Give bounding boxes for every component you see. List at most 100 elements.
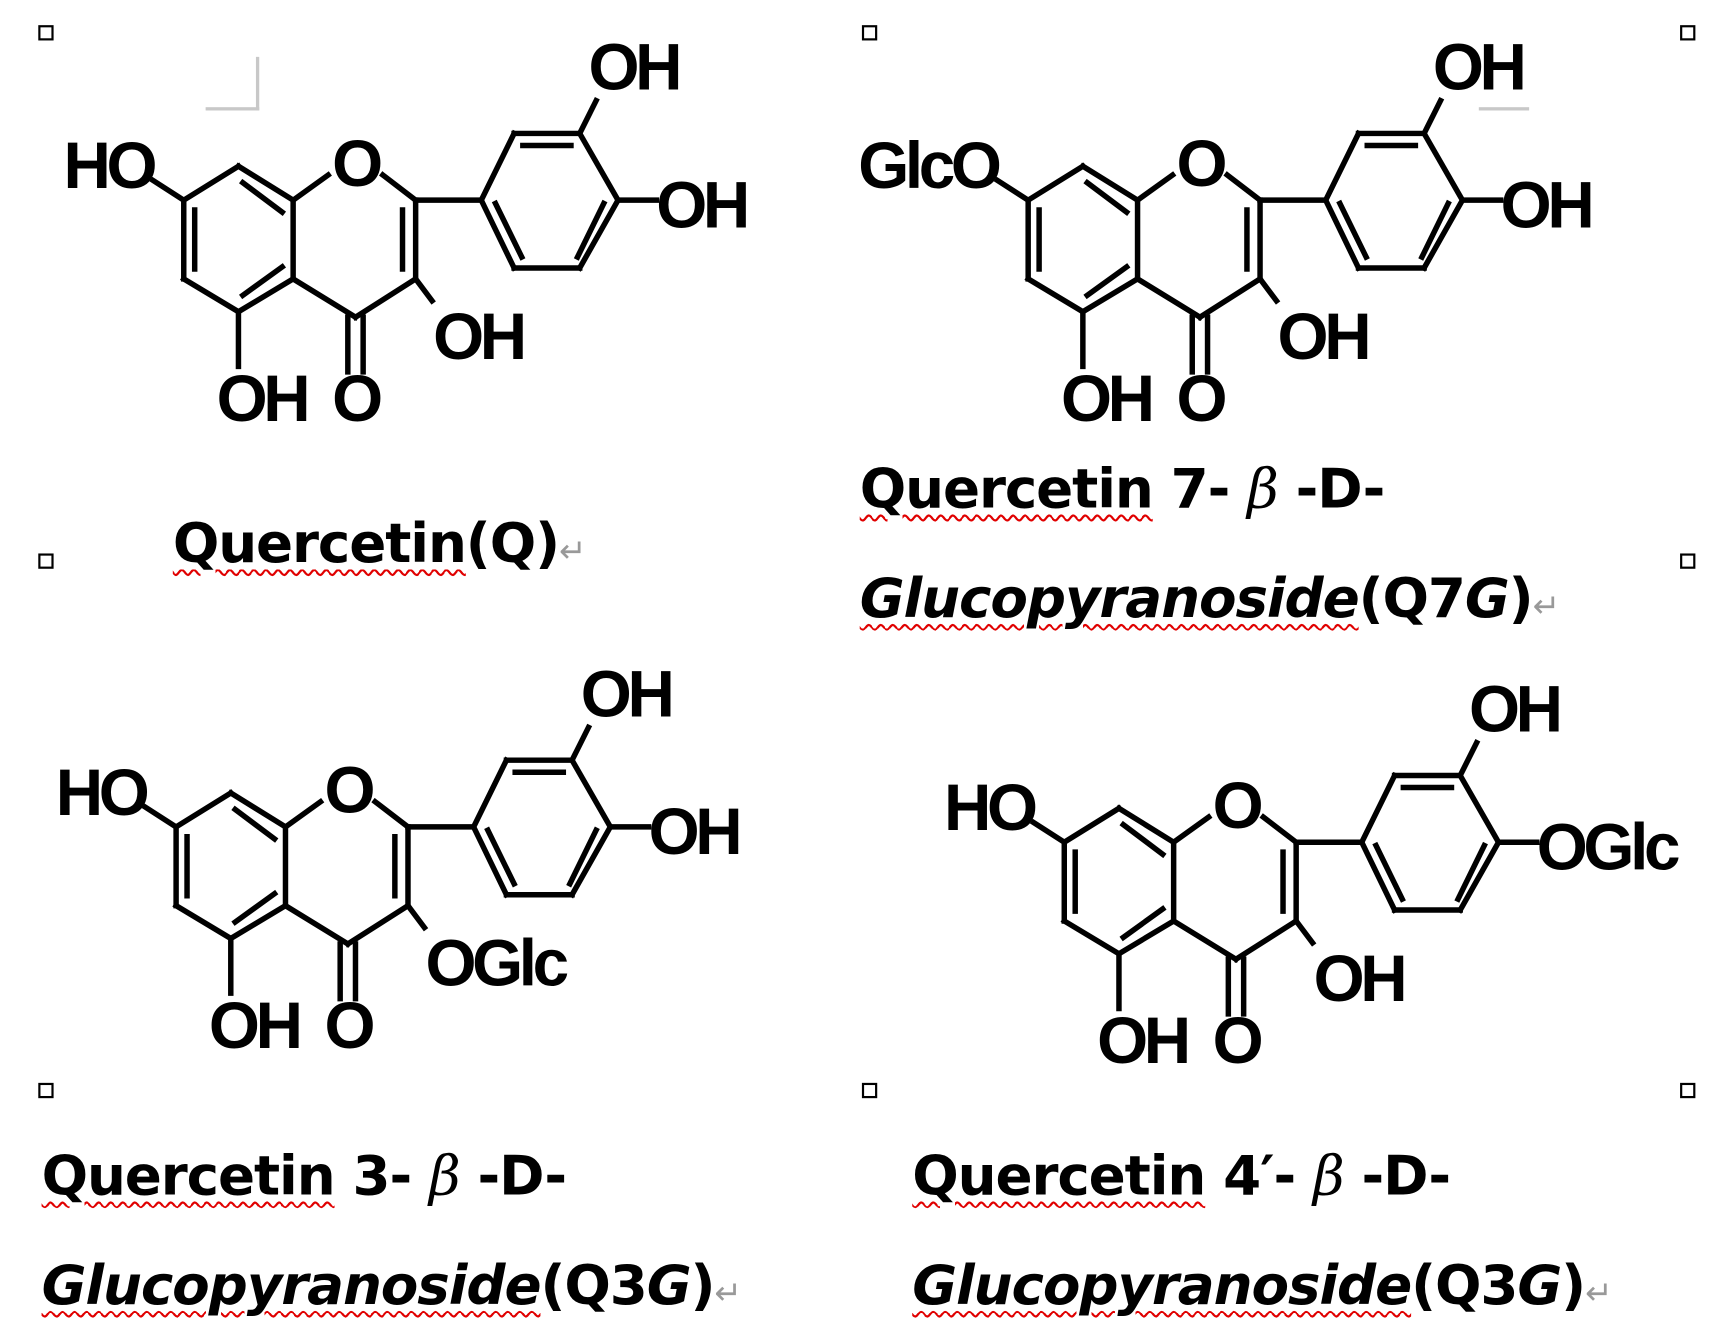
table-cell-handle[interactable] — [38, 25, 54, 41]
bond — [1358, 771, 1399, 846]
caption-word: Quercetin — [41, 1144, 336, 1208]
table-cell-handle[interactable] — [1680, 25, 1696, 41]
bond — [1322, 196, 1363, 272]
bond — [172, 901, 235, 943]
caption-word: Glucopyranoside — [859, 566, 1360, 631]
substituent-4-prime: OH — [649, 795, 739, 868]
paragraph-mark: ↵ — [714, 1274, 742, 1313]
caption-q7g-line2: Glucopyranoside(Q7G)↵ — [859, 566, 1561, 631]
bond — [575, 129, 622, 204]
bond — [1456, 739, 1481, 780]
bond — [1292, 917, 1317, 947]
substituent-3-prime: OH — [581, 657, 671, 730]
bond — [172, 789, 235, 831]
caption-paren: ) — [1508, 566, 1534, 631]
bond — [576, 96, 600, 138]
bond — [1119, 905, 1167, 942]
table-cell-handle[interactable] — [1680, 553, 1696, 569]
bond — [993, 176, 1032, 204]
bond — [477, 129, 518, 204]
carbonyl-oxygen: O — [324, 989, 373, 1062]
substituent-5: OH — [1097, 1004, 1187, 1077]
bond — [1083, 178, 1131, 217]
bond — [491, 199, 526, 261]
caption-d: -D- — [1277, 457, 1386, 521]
substituent-3: OGlc — [425, 927, 567, 1000]
substituent-4-prime: OH — [656, 169, 746, 242]
caption-position: 4′- — [1205, 1144, 1314, 1208]
bond — [344, 901, 412, 948]
paragraph-mark: ↵ — [1532, 587, 1561, 626]
bond — [1169, 813, 1213, 847]
caption-abbr-g: G — [1517, 1253, 1562, 1317]
bond — [469, 823, 511, 899]
paragraph-mark: ↵ — [1585, 1274, 1613, 1313]
caption-d: -D- — [1343, 1144, 1451, 1208]
substituent-5: OH — [1061, 362, 1151, 435]
bond — [1083, 263, 1131, 300]
substituent-3: OH — [1278, 300, 1368, 373]
bond — [575, 196, 622, 272]
bond — [469, 756, 511, 831]
substituent-3: OH — [433, 300, 523, 373]
bond — [227, 901, 290, 943]
caption-d: -D- — [459, 1144, 567, 1208]
substituent-7: GlcO — [858, 129, 1000, 202]
caption-abbr: (Q) — [465, 511, 560, 576]
bond — [1115, 917, 1178, 958]
substituent-3: OH — [1314, 942, 1404, 1015]
bond — [1079, 162, 1142, 204]
table-cell-handle[interactable] — [1680, 1082, 1696, 1099]
bond — [234, 162, 297, 204]
ring-oxygen: O — [1177, 127, 1226, 200]
text-boundary-mark — [205, 56, 260, 111]
caption-paren: ) — [1561, 1253, 1586, 1317]
bond — [477, 196, 518, 272]
bond — [281, 901, 352, 948]
substituent-7: HO — [63, 129, 155, 202]
carbonyl-oxygen: O — [332, 362, 381, 435]
caption-beta: β — [1247, 457, 1279, 521]
table-cell-handle[interactable] — [861, 25, 878, 41]
bond — [1420, 129, 1467, 204]
bond — [573, 199, 608, 261]
caption-q7g-line1: Quercetin 7- β -D- — [859, 457, 1386, 521]
bond — [289, 275, 360, 321]
ring-oxygen: O — [1213, 769, 1262, 842]
bond — [1060, 917, 1123, 958]
caption-position: 3- — [334, 1144, 430, 1208]
bond — [1256, 275, 1281, 305]
caption-word: Glucopyranoside — [912, 1253, 1412, 1317]
bond — [141, 803, 180, 831]
bond — [227, 789, 290, 831]
bond — [1024, 162, 1087, 204]
substituent-4-prime: OGlc — [1537, 811, 1679, 884]
caption-q3g-line2: Glucopyranoside(Q3G)↵ — [42, 1253, 742, 1316]
bond — [1119, 820, 1167, 859]
substituent-7: HO — [56, 756, 148, 829]
caption-quercetin: Quercetin(Q)↵ — [173, 511, 587, 576]
bond — [484, 826, 518, 888]
bond — [1133, 275, 1204, 321]
bond — [1060, 804, 1123, 846]
ring-oxygen: O — [332, 127, 381, 200]
table-cell-handle[interactable] — [38, 1082, 54, 1099]
bond — [239, 263, 287, 300]
bond — [231, 805, 279, 843]
bond — [1336, 199, 1370, 261]
bond — [179, 162, 243, 204]
caption-word: Quercetin — [859, 457, 1154, 521]
text-boundary-mark — [1478, 66, 1530, 111]
bond — [351, 275, 420, 321]
substituent-4-prime: OH — [1501, 169, 1591, 242]
table-cell-handle[interactable] — [38, 553, 54, 569]
caption-beta: β — [429, 1144, 461, 1208]
bond — [1418, 199, 1452, 261]
table-cell-handle[interactable] — [861, 1082, 878, 1099]
bond — [1223, 171, 1264, 204]
bond — [568, 823, 615, 899]
